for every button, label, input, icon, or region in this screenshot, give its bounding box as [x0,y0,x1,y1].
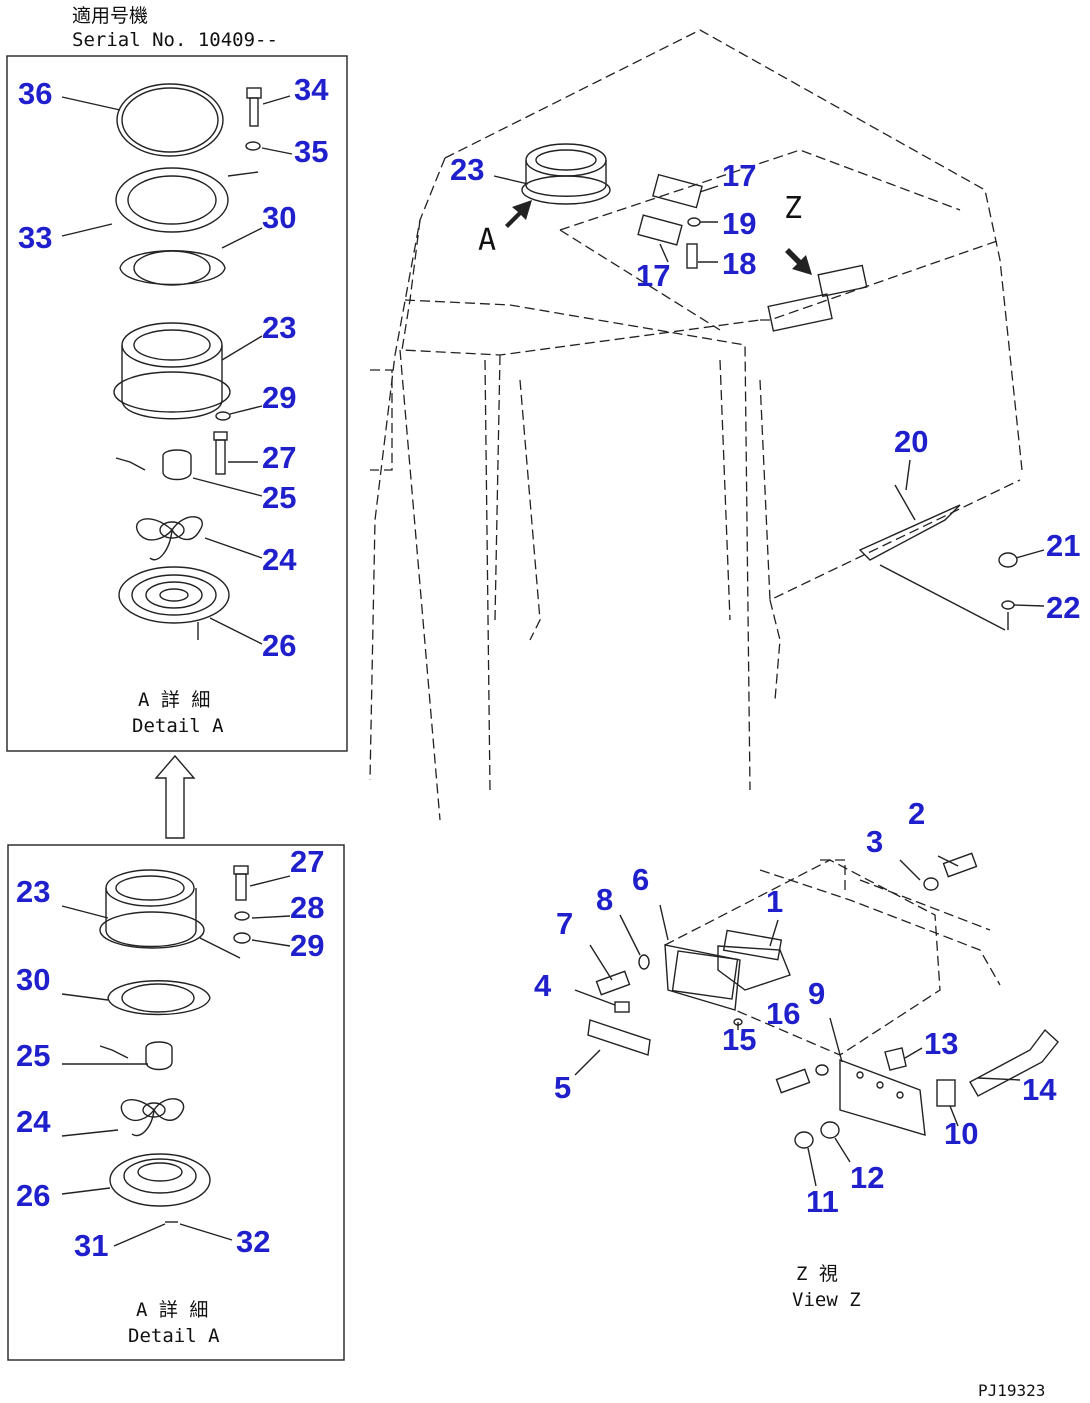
callout-31: 31 [74,1228,108,1263]
callout-9: 9 [808,976,825,1011]
callout-24b: 24 [16,1104,51,1139]
callout-21: 21 [1046,528,1080,563]
callout-13: 13 [924,1026,958,1061]
detail-a-top-caption-jp: A 詳 細 [138,689,210,711]
detail-a-top-parts [113,83,262,640]
cab-outline [369,29,1023,821]
callout-30: 30 [262,200,296,235]
callouts-bottom: 23 27 28 29 30 25 24 26 31 32 [16,844,324,1263]
callouts-cab: 23 17 19 18 17 20 21 22 [450,152,1080,625]
callouts-top: 36 34 35 33 30 23 29 27 25 24 26 [18,72,329,663]
callout-26b: 26 [16,1178,50,1213]
callout-35: 35 [294,134,328,169]
callout-23b: 23 [16,874,50,909]
serial-label-jp: 適用号機 [72,5,148,27]
detail-a-bottom-caption-jp: A 詳 細 [136,1299,208,1321]
view-z-mark: Z [784,191,802,226]
callout-12: 12 [850,1160,884,1195]
view-z-parts [587,852,1059,1149]
up-arrow-icon [154,754,196,839]
callout-29: 29 [262,380,296,415]
callout-17b: 17 [636,258,670,293]
callout-11: 11 [806,1184,839,1219]
callout-18: 18 [722,246,756,281]
leaders-cab [493,175,1045,607]
callout-30b: 30 [16,962,50,997]
callout-29b: 29 [290,928,324,963]
callouts-view: 2 3 1 6 8 7 4 16 9 15 13 5 14 10 12 11 [534,796,1057,1219]
callout-25b: 25 [16,1038,50,1073]
view-z-caption-jp: Z 視 [796,1263,838,1285]
view-a-mark: A [478,223,496,258]
callout-1: 1 [766,884,783,919]
leaders-top [61,95,293,645]
serial-label: Serial No. 10409-- [72,29,278,51]
callout-27b: 27 [290,844,324,879]
callout-32: 32 [236,1224,270,1259]
callout-23c: 23 [450,152,484,187]
callout-2: 2 [908,796,925,831]
callout-8: 8 [596,882,613,917]
callout-4: 4 [534,968,552,1003]
cab-parts [521,143,1018,631]
view-z-arrow-icon [785,248,812,275]
callout-14: 14 [1022,1072,1057,1107]
callout-10: 10 [944,1116,978,1151]
callout-5: 5 [554,1070,571,1105]
callout-24: 24 [262,542,297,577]
callout-17a: 17 [722,158,756,193]
callout-36: 36 [18,76,52,111]
callout-27: 27 [262,440,296,475]
view-z-caption: View Z [792,1289,861,1311]
callout-28: 28 [290,890,324,925]
callout-20: 20 [894,424,928,459]
callout-34: 34 [294,72,329,107]
callout-7: 7 [556,906,573,941]
drawing-code: PJ19323 [978,1381,1045,1400]
view-a-arrow-icon [505,200,532,228]
leaders-bottom [61,875,291,1247]
callout-3: 3 [866,824,883,859]
callout-22: 22 [1046,590,1080,625]
callout-19: 19 [722,206,756,241]
callout-26: 26 [262,628,296,663]
callout-33: 33 [18,220,52,255]
detail-a-bottom-caption: Detail A [128,1325,220,1347]
callout-16: 16 [766,996,800,1031]
detail-a-top-frame [6,55,348,752]
callout-23: 23 [262,310,296,345]
detail-a-bottom-parts [99,865,251,1223]
detail-a-top-caption: Detail A [132,715,224,737]
callout-6: 6 [632,862,649,897]
callout-15: 15 [722,1022,756,1057]
detail-a-bottom-frame [7,844,345,1361]
leaders-view [574,855,1021,1187]
callout-25: 25 [262,480,296,515]
